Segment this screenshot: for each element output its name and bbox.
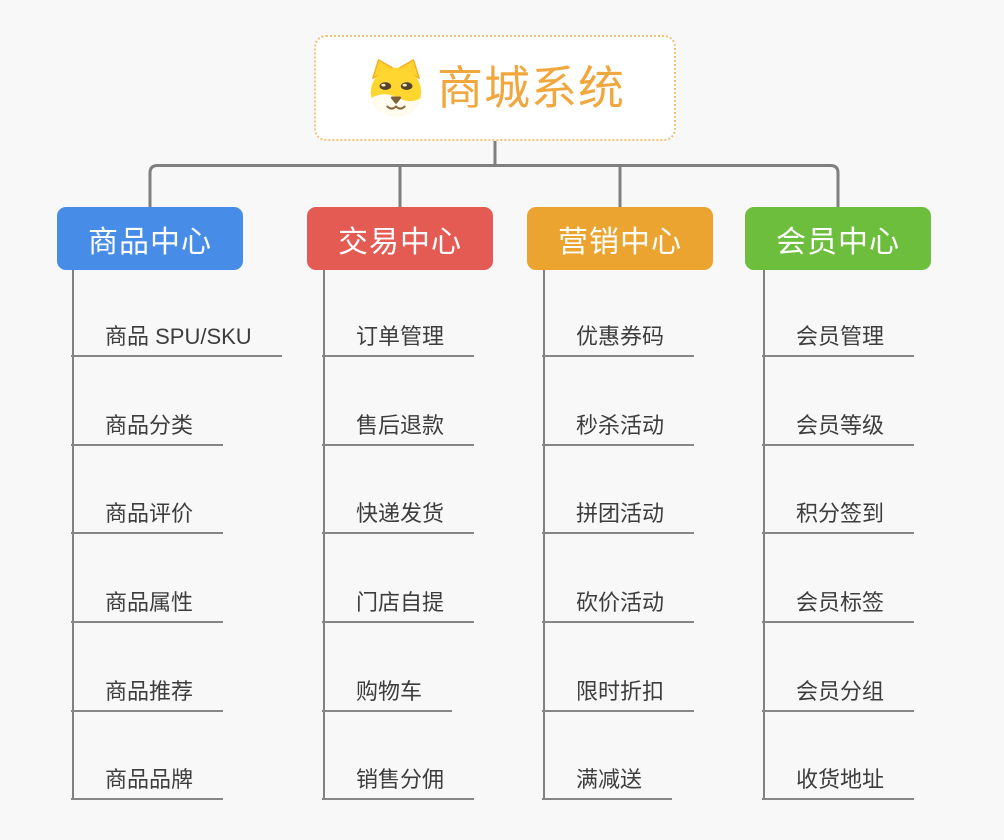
branch-spine-line	[323, 270, 325, 800]
leaf-node-label: 商品分类	[105, 412, 194, 438]
leaf-node-label: 会员标签	[796, 589, 885, 615]
leaf-node[interactable]: 秒杀活动	[542, 404, 695, 446]
leaf-node[interactable]: 收货地址	[762, 758, 915, 800]
leaf-node[interactable]: 会员管理	[762, 315, 915, 357]
leaf-node[interactable]: 售后退款	[322, 404, 475, 446]
leaf-node[interactable]: 商品属性	[71, 581, 224, 623]
leaf-node-label: 优惠券码	[576, 323, 665, 349]
leaf-node[interactable]: 优惠券码	[542, 315, 695, 357]
branch-spine-line	[543, 270, 545, 800]
leaf-node[interactable]: 商品推荐	[71, 670, 224, 712]
leaf-node-label: 积分签到	[796, 500, 885, 526]
leaf-node[interactable]: 满减送	[542, 758, 673, 800]
leaf-node-label: 满减送	[576, 766, 643, 792]
leaf-node-label: 商品属性	[105, 589, 194, 615]
leaf-node-label: 商品推荐	[105, 678, 194, 704]
leaf-node-label: 会员等级	[796, 412, 885, 438]
leaf-node[interactable]: 门店自提	[322, 581, 475, 623]
leaf-node-label: 秒杀活动	[576, 412, 665, 438]
branch-node-label: 交易中心	[338, 225, 462, 259]
branch-node-label: 营销中心	[558, 225, 682, 259]
leaf-node-label: 门店自提	[356, 589, 445, 615]
root-node[interactable]: 商城系统	[314, 35, 676, 141]
branch-spine-line	[72, 270, 74, 800]
leaf-node[interactable]: 商品分类	[71, 404, 224, 446]
leaf-node[interactable]: 购物车	[322, 670, 453, 712]
leaf-node[interactable]: 订单管理	[322, 315, 475, 357]
leaf-node-label: 售后退款	[356, 412, 445, 438]
leaf-node[interactable]: 拼团活动	[542, 492, 695, 534]
leaf-node[interactable]: 商品评价	[71, 492, 224, 534]
leaf-node-label: 快递发货	[356, 500, 445, 526]
leaf-node-label: 会员管理	[796, 323, 885, 349]
leaf-node[interactable]: 会员等级	[762, 404, 915, 446]
branch-node-trade-center[interactable]: 交易中心	[307, 207, 493, 270]
leaf-node[interactable]: 会员分组	[762, 670, 915, 712]
leaf-node[interactable]: 积分签到	[762, 492, 915, 534]
leaf-node[interactable]: 商品品牌	[71, 758, 224, 800]
branch-node-member-center[interactable]: 会员中心	[745, 207, 931, 270]
leaf-node-label: 砍价活动	[576, 589, 665, 615]
leaf-node-label: 商品评价	[105, 500, 194, 526]
leaf-node-label: 拼团活动	[576, 500, 665, 526]
leaf-node[interactable]: 快递发货	[322, 492, 475, 534]
leaf-node-label: 商品 SPU/SKU	[105, 323, 252, 349]
dog-face-icon	[370, 59, 422, 117]
branch-node-product-center[interactable]: 商品中心	[57, 207, 243, 270]
leaf-node[interactable]: 砍价活动	[542, 581, 695, 623]
leaf-node[interactable]: 商品 SPU/SKU	[71, 315, 282, 357]
leaf-node-label: 收货地址	[796, 766, 885, 792]
branch-node-label: 商品中心	[88, 225, 212, 259]
leaf-node-label: 会员分组	[796, 678, 885, 704]
branch-spine-line	[763, 270, 765, 800]
leaf-node[interactable]: 限时折扣	[542, 670, 695, 712]
leaf-node[interactable]: 会员标签	[762, 581, 915, 623]
leaf-node[interactable]: 销售分佣	[322, 758, 475, 800]
leaf-node-label: 商品品牌	[105, 766, 194, 792]
root-node-label: 商城系统	[437, 62, 625, 114]
branch-node-label: 会员中心	[776, 225, 900, 259]
leaf-node-label: 限时折扣	[576, 678, 665, 704]
leaf-node-label: 订单管理	[356, 323, 445, 349]
leaf-node-label: 购物车	[356, 678, 423, 704]
branch-node-marketing-center[interactable]: 营销中心	[527, 207, 713, 270]
leaf-node-label: 销售分佣	[356, 766, 445, 792]
